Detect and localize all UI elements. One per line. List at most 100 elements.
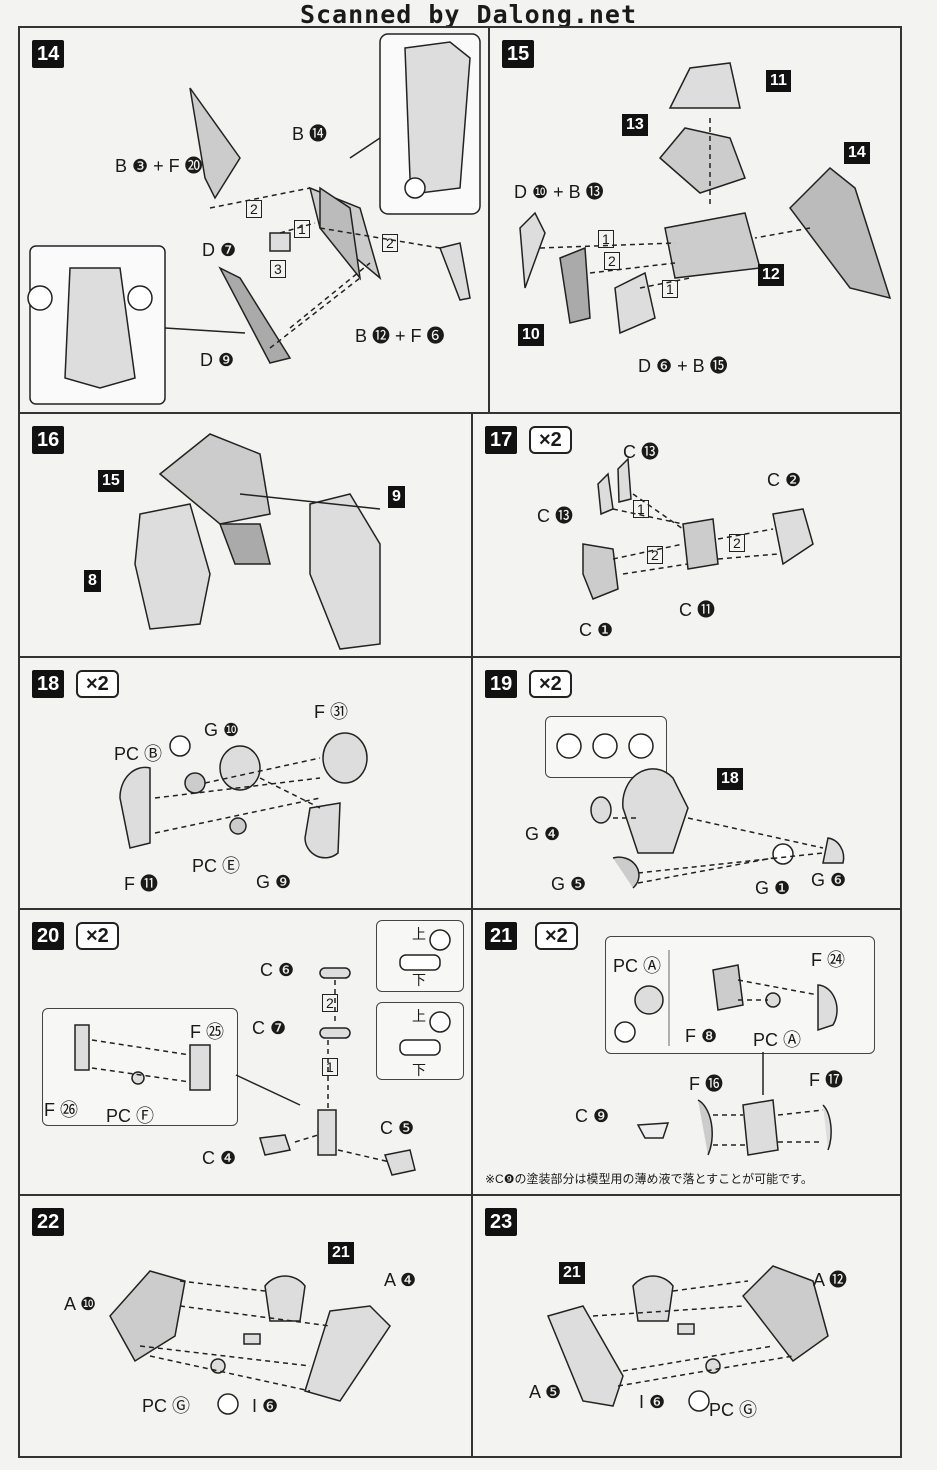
part-block-10: 10 bbox=[518, 324, 544, 346]
step-19-panel: 19 ×2 18 G ❹ G ❺ G ❶ G ❻ bbox=[471, 656, 902, 910]
label-b12-f6: B ⓬ + F ❻ bbox=[355, 326, 445, 346]
label-pc-a-left: PC Ⓐ bbox=[613, 956, 662, 976]
step-18-illustration bbox=[119, 732, 368, 859]
label-a12: A ⓬ bbox=[813, 1270, 848, 1290]
sequence-number: 2 bbox=[246, 200, 262, 218]
label-pc-g: PC Ⓖ bbox=[142, 1396, 191, 1416]
multiplier-badge: ×2 bbox=[76, 670, 119, 698]
label-pc-b: PC Ⓑ bbox=[114, 744, 163, 764]
label-c4: C ❹ bbox=[202, 1148, 237, 1168]
label-c2: C ❷ bbox=[767, 470, 802, 490]
step-number: 19 bbox=[485, 670, 518, 698]
label-b3-f20: B ❸ + F ⓴ bbox=[115, 156, 203, 176]
step-number: 21 bbox=[485, 922, 518, 950]
step-number: 16 bbox=[32, 426, 65, 454]
orientation-inset-upper bbox=[376, 920, 464, 992]
label-f31: F ㉛ bbox=[314, 702, 348, 722]
label-c6: C ❻ bbox=[260, 960, 295, 980]
step-number: 23 bbox=[485, 1208, 518, 1236]
label-a10: A ❿ bbox=[64, 1294, 97, 1314]
sequence-number: 3 bbox=[270, 260, 286, 278]
step-19-illustration bbox=[556, 733, 845, 889]
label-f17: F ⓱ bbox=[809, 1070, 843, 1090]
label-g6: G ❻ bbox=[811, 870, 847, 890]
sequence-number: 1 bbox=[294, 220, 310, 238]
step-21-panel: 21 ×2 PC Ⓐ F ㉔ F ❽ PC Ⓐ F ⓰ F ⓱ C ❾ ※C❾の… bbox=[471, 908, 902, 1196]
label-f26: F ㉖ bbox=[44, 1100, 78, 1120]
multiplier-badge: ×2 bbox=[529, 426, 572, 454]
sequence-number: 2 bbox=[382, 234, 398, 252]
label-g9: G ❾ bbox=[256, 872, 292, 892]
label-d10-b13: D ❿ + B ⓭ bbox=[514, 182, 604, 202]
label-g4: G ❹ bbox=[525, 824, 561, 844]
label-d7: D ❼ bbox=[202, 240, 237, 260]
label-c13-left: C ⓭ bbox=[537, 506, 573, 526]
step-17-panel: 17 ×2 C ⓭ C ⓭ C ❷ C ⓫ C ❶ 1 2 2 bbox=[471, 412, 902, 658]
multiplier-badge: ×2 bbox=[529, 670, 572, 698]
label-f25: F ㉕ bbox=[190, 1022, 224, 1042]
label-g10: G ❿ bbox=[204, 720, 240, 740]
label-f8: F ❽ bbox=[685, 1026, 718, 1046]
step-number: 20 bbox=[32, 922, 65, 950]
part-block-9: 9 bbox=[388, 486, 405, 508]
part-block-15: 15 bbox=[98, 470, 124, 492]
label-i6: I ❻ bbox=[252, 1396, 279, 1416]
label-f11: F ⓫ bbox=[124, 874, 158, 894]
label-i6: I ❻ bbox=[639, 1392, 666, 1412]
paint-removal-note: ※C❾の塗装部分は模型用の薄め液で落とすことが可能です。 bbox=[485, 1172, 813, 1186]
step-16-panel: 16 15 9 8 bbox=[18, 412, 473, 658]
part-block-21: 21 bbox=[328, 1242, 354, 1264]
label-a5: A ❺ bbox=[529, 1382, 562, 1402]
sequence-number: 1 bbox=[633, 500, 649, 518]
step-number: 17 bbox=[485, 426, 518, 454]
part-block-21: 21 bbox=[559, 1262, 585, 1284]
label-pc-a-right: PC Ⓐ bbox=[753, 1030, 802, 1050]
step-23-illustration bbox=[546, 1265, 829, 1412]
sequence-number: 1 bbox=[322, 1058, 338, 1076]
label-c9: C ❾ bbox=[575, 1106, 610, 1126]
label-c1: C ❶ bbox=[579, 620, 614, 640]
multiplier-badge: ×2 bbox=[76, 922, 119, 950]
sequence-number: 2 bbox=[322, 994, 338, 1012]
label-c13-top: C ⓭ bbox=[623, 442, 659, 462]
label-c11: C ⓫ bbox=[679, 600, 715, 620]
step-number: 18 bbox=[32, 670, 65, 698]
part-block-13: 13 bbox=[622, 114, 648, 136]
label-f16: F ⓰ bbox=[689, 1074, 723, 1094]
label-g1: G ❶ bbox=[755, 878, 791, 898]
label-c7: C ❼ bbox=[252, 1018, 287, 1038]
step-number: 22 bbox=[32, 1208, 65, 1236]
label-pc-f: PC Ⓕ bbox=[106, 1106, 155, 1126]
step-20-illustration bbox=[74, 929, 451, 1176]
step-20-panel: 20 ×2 上 下 上 下 C ❻ C ❼ C ❹ C ❺ bbox=[18, 908, 473, 1196]
label-c5: C ❺ bbox=[380, 1118, 415, 1138]
step-15-panel: 15 11 13 14 12 10 D ❿ + B ⓭ D ❻ + B ⓯ 1 … bbox=[488, 26, 902, 414]
part-block-11: 11 bbox=[766, 70, 791, 92]
step-14-illustration bbox=[27, 33, 481, 405]
step-16-illustration bbox=[134, 433, 381, 650]
step-number: 15 bbox=[502, 40, 535, 68]
part-block-18: 18 bbox=[717, 768, 743, 790]
sequence-number: 1 bbox=[662, 280, 678, 298]
step-14-panel: 14 B ❸ + F ⓴ B ⓮ D ❼ D ❾ B ⓬ + F ❻ 2 bbox=[18, 26, 490, 414]
step-22-panel: 22 21 A ❿ A ❹ PC Ⓖ I ❻ bbox=[18, 1194, 473, 1458]
step-17-illustration bbox=[582, 457, 814, 600]
label-b14: B ⓮ bbox=[292, 124, 328, 144]
part-block-14: 14 bbox=[844, 142, 870, 164]
label-a4: A ❹ bbox=[384, 1270, 417, 1290]
label-f24: F ㉔ bbox=[811, 950, 845, 970]
sequence-number: 2 bbox=[729, 534, 745, 552]
label-d6-b15: D ❻ + B ⓯ bbox=[638, 356, 728, 376]
label-d9: D ❾ bbox=[200, 350, 235, 370]
direction-up-label: 上 bbox=[412, 926, 426, 942]
step-22-illustration bbox=[109, 1270, 391, 1415]
step-15-illustration bbox=[519, 62, 892, 335]
step-23-panel: 23 21 A ⓬ A ❺ I ❻ PC Ⓖ bbox=[471, 1194, 902, 1458]
label-pc-g: PC Ⓖ bbox=[709, 1400, 758, 1420]
sequence-number: 2 bbox=[647, 546, 663, 564]
step-number: 14 bbox=[32, 40, 65, 68]
sequence-number: 2 bbox=[604, 252, 620, 270]
sequence-number: 1 bbox=[598, 230, 614, 248]
part-block-8: 8 bbox=[84, 570, 101, 592]
label-g5: G ❺ bbox=[551, 874, 587, 894]
